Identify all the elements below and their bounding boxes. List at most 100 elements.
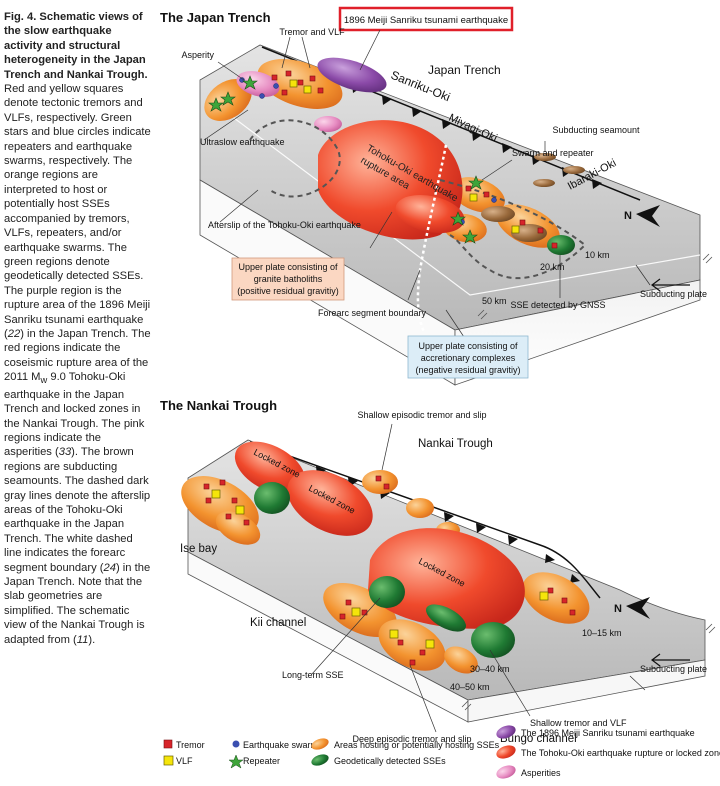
nankai-geodetic-sse [369, 576, 405, 608]
tremor-square [286, 71, 291, 76]
legend-geodetic-sse-label: Geodetically detected SSEs [334, 756, 446, 766]
label-kii-channel: Kii channel [250, 617, 306, 629]
tremor-square [376, 476, 381, 481]
tremor-square [226, 514, 231, 519]
tremor-square [548, 588, 553, 593]
label-depth-50: 50 km [482, 296, 507, 306]
legend-tohoku-label: The Tohoku-Oki earthquake rupture or loc… [521, 748, 720, 758]
label-japan-trench: Japan Trench [428, 63, 501, 77]
label-swarm-repeater: Swarm and repeater [512, 148, 594, 158]
legend-repeater-swatch [229, 755, 243, 768]
vlf-square [390, 630, 398, 638]
legend-tremor-label: Tremor [176, 740, 205, 750]
granite-line-2: granite batholiths [254, 274, 323, 284]
vlf-square [426, 640, 434, 648]
accretion-line-2: accretionary complexes [421, 353, 516, 363]
label-nankai-trough: Nankai Trough [418, 438, 493, 450]
nankai-orange-region [362, 470, 398, 494]
accretion-line-1: Upper plate consisting of [418, 341, 518, 351]
tremor-square [244, 520, 249, 525]
tremor-square [552, 243, 557, 248]
legend-asperities-label: Asperities [521, 768, 561, 778]
label-afterslip: Afterslip of the Tohoku-Oki earthquake [208, 220, 361, 230]
japan-seamount [533, 179, 555, 187]
label-seamount: Subducting seamount [552, 125, 640, 135]
label-ise-bay: Ise bay [180, 543, 217, 555]
meiji-highlight-label: 1896 Meiji Sanriku tsunami earthquake [344, 15, 508, 26]
tremor-square [384, 484, 389, 489]
legend-meiji-label: The 1896 Meiji Sanriku tsunami earthquak… [521, 728, 695, 738]
label-nankai-subducting-plate: Subducting plate [640, 664, 707, 674]
label-depth-20: 20 km [540, 262, 565, 272]
japan-north-label: N [624, 210, 632, 222]
vlf-square [470, 194, 477, 201]
tremor-square [298, 80, 303, 85]
vlf-square [290, 80, 297, 87]
tremor-square [562, 598, 567, 603]
vlf-square [540, 592, 548, 600]
tremor-square [206, 498, 211, 503]
accretion-line-3: (negative residual gravitiy) [415, 365, 520, 375]
label-depth-30-40: 30–40 km [470, 664, 510, 674]
swarm-circle [260, 94, 265, 99]
swarm-circle [492, 198, 497, 203]
label-subducting-plate: Subducting plate [640, 289, 707, 299]
nankai-geodetic-sse [254, 482, 290, 514]
tremor-square [362, 610, 367, 615]
tremor-square [318, 88, 323, 93]
tremor-square [484, 192, 489, 197]
nankai-geodetic-sse [471, 622, 515, 658]
tremor-square [520, 220, 525, 225]
label-shallow-tremor-slip: Shallow episodic tremor and slip [357, 410, 486, 420]
tremor-square [220, 480, 225, 485]
label-sse-gnss: SSE detected by GNSS [510, 300, 605, 310]
legend-vlf-label: VLF [176, 756, 193, 766]
vlf-square [236, 506, 244, 514]
legend-asperities-swatch [495, 763, 518, 781]
label-shallow-tremor-vlf: Shallow tremor and VLF [530, 718, 627, 728]
tremor-square [398, 640, 403, 645]
tremor-square [310, 76, 315, 81]
japan-gnss-sse [547, 235, 575, 255]
legend: Tremor VLF Earthquake swarm Repeater Are… [164, 723, 720, 781]
label-long-term-sse: Long-term SSE [282, 670, 344, 680]
vlf-square [512, 226, 519, 233]
tremor-square [538, 228, 543, 233]
legend-geodetic-sse-swatch [310, 752, 330, 768]
tremor-square [466, 186, 471, 191]
legend-tremor-swatch [164, 740, 172, 748]
vlf-square [304, 86, 311, 93]
legend-repeater-label: Repeater [243, 756, 280, 766]
tremor-square [204, 484, 209, 489]
granite-line-1: Upper plate consisting of [238, 262, 338, 272]
japan-heading: The Japan Trench [160, 10, 271, 25]
vlf-square [352, 608, 360, 616]
tremor-square [346, 600, 351, 605]
tremor-square [570, 610, 575, 615]
tremor-square [282, 90, 287, 95]
tremor-square [232, 498, 237, 503]
nankai-heading: The Nankai Trough [160, 398, 277, 413]
label-depth-10: 10 km [585, 250, 610, 260]
tremor-square [340, 614, 345, 619]
legend-swarm-swatch [233, 741, 240, 748]
label-tremor-vlf: Tremor and VLF [279, 27, 345, 37]
label-depth-10-15: 10–15 km [582, 628, 622, 638]
label-forearc: Forearc segment boundary [318, 308, 427, 318]
nankai-north-label: N [614, 603, 622, 615]
swarm-circle [274, 84, 279, 89]
granite-line-3: (positive residual gravitiy) [237, 286, 339, 296]
legend-swarm-label: Earthquake swarm [243, 740, 318, 750]
vlf-square [212, 490, 220, 498]
tremor-square [272, 75, 277, 80]
japan-seamount [481, 206, 515, 222]
label-depth-40-50: 40–50 km [450, 682, 490, 692]
tremor-square [420, 650, 425, 655]
label-ultraslow: Ultraslow earthquake [200, 137, 285, 147]
legend-hosting-sse-label: Areas hosting or potentially hosting SSE… [334, 740, 500, 750]
nankai-orange-region [406, 498, 434, 518]
legend-vlf-swatch [164, 756, 173, 765]
tremor-square [410, 660, 415, 665]
label-asperity: Asperity [181, 50, 214, 60]
